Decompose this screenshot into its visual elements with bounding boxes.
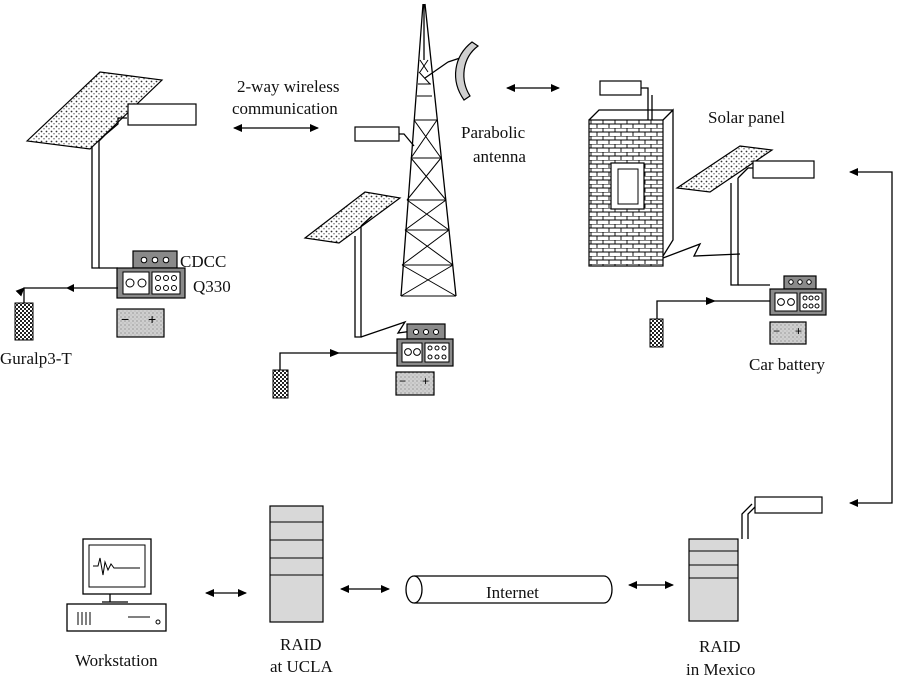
raid-ucla-label-line2: at UCLA [270,657,334,676]
wireless-label-line2: communication [232,99,338,118]
station-right: − + [588,80,827,348]
seismometer-right [649,318,664,348]
battery-minus-right: − [773,324,780,338]
workstation-label: Workstation [75,651,158,670]
parabolic-label-line2: antenna [473,147,526,166]
building-window [610,162,645,210]
cdcc-label: CDCC [180,252,226,271]
antenna-tower [354,126,400,142]
raid-mexico [688,496,823,622]
battery-minus-center: − [399,374,406,388]
station-center: − + [272,191,454,399]
internet-label: Internet [486,583,539,602]
raid-ucla-label-line1: RAID [280,635,322,654]
raid-mexico-tower [688,538,739,622]
parabolic-dish [455,41,480,101]
raid-mexico-label-line1: RAID [699,637,741,656]
internet-pipe [405,575,613,604]
raid-ucla-tower [269,505,324,623]
antenna-right [752,160,815,179]
workstation [66,538,167,632]
uplink-connector [849,168,893,507]
battery-plus-left: + [148,311,156,327]
battery-plus-right: + [795,324,802,338]
wireless-label-line1: 2-way wireless [237,77,339,96]
guralp-label: Guralp3-T [0,349,72,368]
raid-mexico-label-line2: in Mexico [686,660,755,679]
antenna-left [127,103,197,126]
radio-tower [354,3,480,297]
battery-plus-center: + [422,374,429,388]
seismometer-left [14,302,34,341]
raid-ucla [269,505,324,623]
battery-right [769,321,807,345]
parabolic-label-line1: Parabolic [461,123,526,142]
solar-panel-right [675,145,774,193]
battery-minus-left: − [121,311,129,327]
seismometer-center [272,369,289,399]
battery-left [116,308,165,338]
battery-center [395,371,435,396]
antenna-mexico [754,496,823,514]
solar-panel-left [25,71,164,150]
solar-panel-label: Solar panel [708,108,785,127]
q330-label: Q330 [193,277,231,296]
station-left: − + CDCC Q330 Guralp3-T [0,71,231,368]
solar-panel-center [303,191,402,244]
car-battery-label: Car battery [749,355,825,374]
antenna-building [599,80,642,96]
